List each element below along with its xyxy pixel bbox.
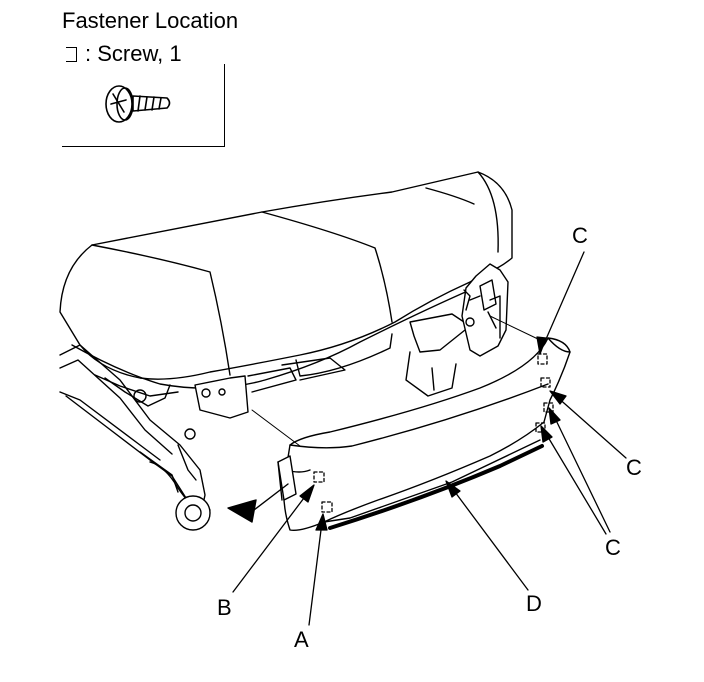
seat-frame-left bbox=[59, 344, 346, 531]
bracket-symbol-icon bbox=[66, 47, 77, 62]
legend-title: Fastener Location bbox=[62, 8, 239, 33]
screw-location-marker bbox=[227, 483, 289, 523]
callout-d: D bbox=[526, 591, 542, 616]
legend-screw-label: : Screw, 1 bbox=[85, 41, 182, 66]
legend-box bbox=[62, 64, 225, 147]
seat-cushion bbox=[59, 171, 513, 389]
callout-b: B bbox=[217, 595, 232, 620]
screw-icon bbox=[105, 85, 171, 123]
leader-lines bbox=[232, 251, 627, 626]
callout-c-bottom: C bbox=[605, 535, 621, 560]
callout-a: A bbox=[294, 627, 309, 652]
seat-frame-center bbox=[295, 313, 471, 397]
alignment-lines bbox=[251, 315, 541, 447]
seat-frame-right bbox=[461, 263, 509, 357]
clip-markers bbox=[313, 353, 554, 513]
callout-c-right: C bbox=[626, 455, 642, 480]
callout-c-top: C bbox=[572, 223, 588, 248]
legend-screw-entry: : Screw, 1 bbox=[66, 41, 182, 67]
